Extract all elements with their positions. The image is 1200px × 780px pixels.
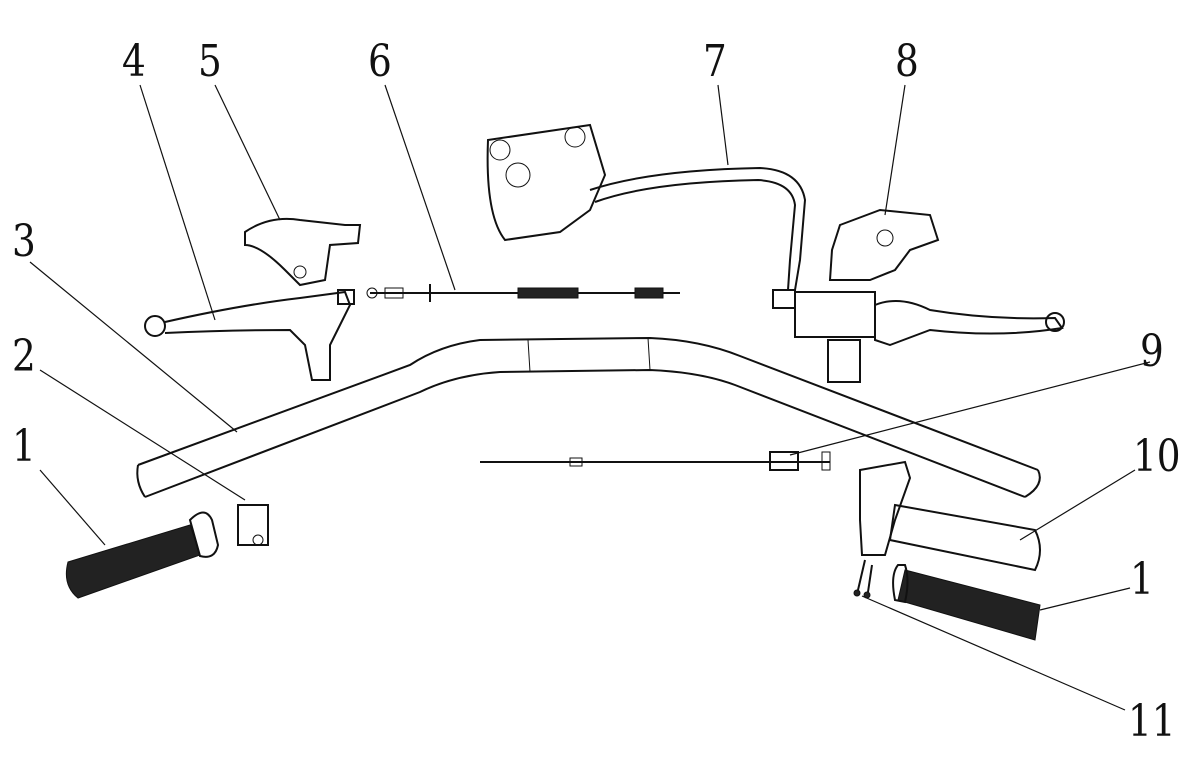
callout-11: 11	[1128, 696, 1176, 747]
clutch-lever-assembly	[144, 289, 355, 381]
callout-9: 9	[1140, 326, 1164, 377]
callout-1-right: 1	[1130, 554, 1154, 605]
callout-1-left: 1	[12, 421, 36, 472]
right-grip	[892, 564, 1041, 641]
screws	[853, 559, 873, 599]
callout-3: 3	[12, 216, 36, 267]
throttle-housing	[859, 460, 1041, 572]
brake-master-cylinder-lever	[772, 289, 1065, 383]
leader-lines	[29, 84, 1151, 711]
callout-10: 10	[1133, 431, 1181, 482]
callout-4: 4	[122, 36, 146, 87]
switch-cover	[244, 217, 362, 287]
callout-2: 2	[12, 331, 36, 382]
callout-7: 7	[703, 36, 727, 87]
throttle-cable	[480, 451, 831, 471]
clutch-cable	[366, 284, 680, 302]
callout-5: 5	[198, 36, 222, 87]
left-grip	[65, 511, 220, 599]
callout-8: 8	[895, 36, 919, 87]
brake-caliper-and-hose	[486, 123, 807, 291]
switch-housing	[237, 504, 269, 546]
brake-switch-cover	[828, 208, 940, 281]
callout-6: 6	[368, 36, 392, 87]
handlebar	[136, 336, 1041, 498]
